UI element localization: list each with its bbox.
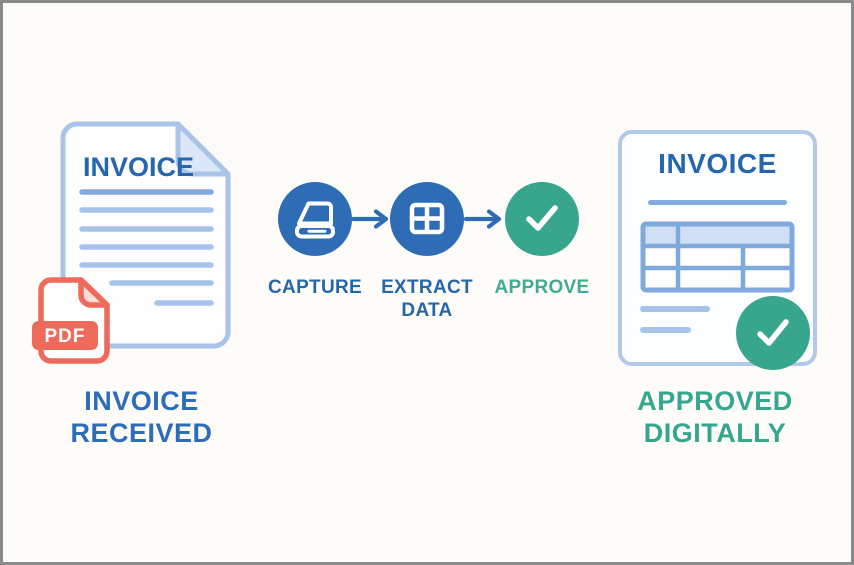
folded-corner-icon xyxy=(175,121,231,177)
caption-line: RECEIVED xyxy=(70,418,213,448)
capture-step-label: CAPTURE xyxy=(268,277,362,298)
document-line xyxy=(640,306,710,312)
left-document-title: INVOICE xyxy=(83,152,194,182)
checkmark-icon xyxy=(757,319,789,346)
digital-invoice-card: INVOICE xyxy=(618,130,817,370)
invoice-table-icon xyxy=(640,221,795,293)
document-text-lines xyxy=(79,189,214,306)
document-line xyxy=(640,327,691,333)
checkmark-icon xyxy=(526,205,558,231)
extract-data-step-label: EXTRACT DATA xyxy=(381,277,473,321)
right-document-title: INVOICE xyxy=(658,148,777,179)
paper-invoice-document-icon: INVOICE xyxy=(60,121,231,349)
pdf-label-plate xyxy=(32,321,98,350)
approve-step-circle xyxy=(505,182,579,256)
approve-step-label: APPROVE xyxy=(494,277,590,298)
title-divider xyxy=(648,200,787,205)
caption-line: APPROVED xyxy=(637,386,793,416)
pdf-label-text: PDF xyxy=(45,326,86,347)
arrow-right-icon xyxy=(464,209,502,229)
table-grid-icon xyxy=(409,202,445,235)
table-grid-lines xyxy=(643,224,792,290)
pdf-folded-corner-icon xyxy=(78,277,110,308)
caption-line: DIGITALLY xyxy=(643,418,787,448)
arrow-right-icon xyxy=(351,209,389,229)
pdf-file-icon: PDF xyxy=(32,277,110,364)
extract-data-step-circle xyxy=(390,182,464,256)
approved-digitally-caption: APPROVED DIGITALLY xyxy=(611,385,819,449)
capture-step-circle xyxy=(278,182,352,256)
approved-check-badge xyxy=(736,296,810,370)
scanner-icon xyxy=(295,201,335,239)
table-header-row xyxy=(643,224,792,246)
invoice-received-caption: INVOICE RECEIVED xyxy=(39,385,244,449)
caption-line: INVOICE xyxy=(84,386,199,416)
